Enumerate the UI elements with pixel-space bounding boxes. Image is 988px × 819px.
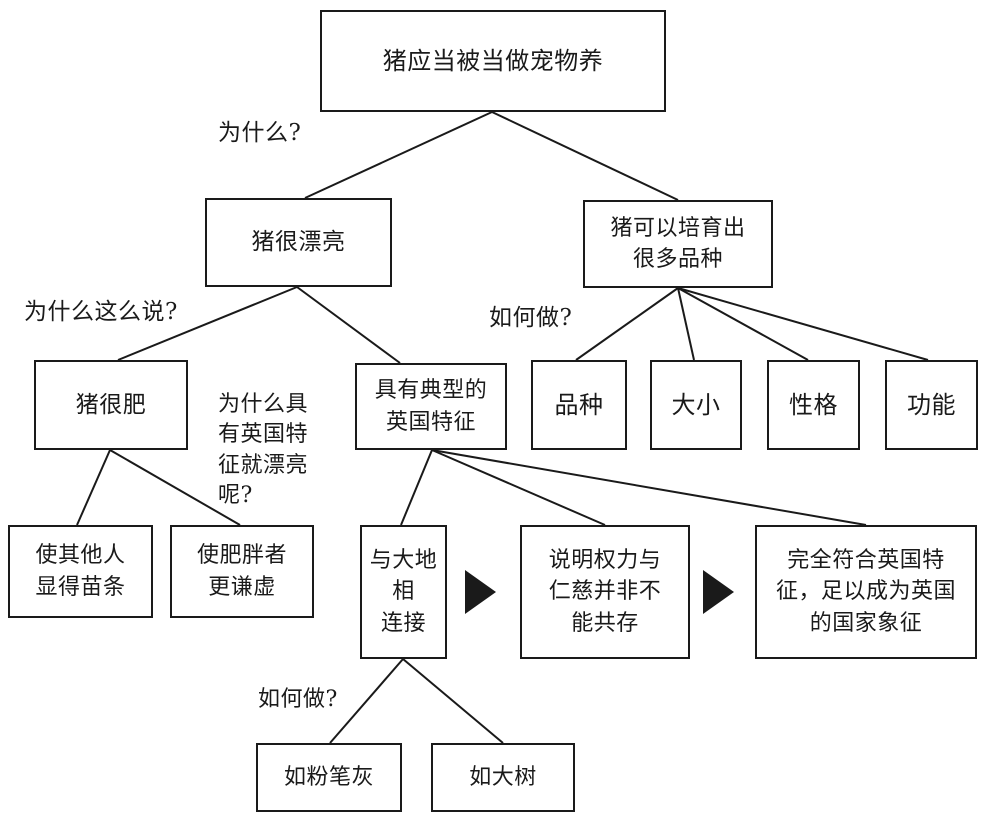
node-label-british: 具有典型的 英国特征 (374, 378, 488, 435)
edge-british-to-symbol (431, 449, 867, 526)
arrow-right-icon (703, 570, 734, 614)
edge-label-why-say: 为什么这么说? (24, 299, 178, 325)
node-humble[interactable]: 使肥胖者 更谦虚 (170, 525, 314, 618)
node-label-slim: 使其他人 显得苗条 (35, 543, 126, 600)
node-breeds[interactable]: 猪可以培育出 很多品种 (583, 200, 773, 288)
node-fat[interactable]: 猪很肥 (34, 360, 188, 450)
node-variety[interactable]: 品种 (531, 360, 627, 450)
node-label-pretty: 猪很漂亮 (251, 229, 346, 256)
node-earth[interactable]: 与大地相 连接 (360, 525, 447, 659)
edge-label-why: 为什么? (218, 120, 302, 146)
edge-earth-to-chalk (329, 658, 404, 744)
node-label-humble: 使肥胖者 更谦虚 (196, 543, 287, 600)
node-label-symbol: 完全符合英国特 征，足以成为英国 的国家象征 (775, 548, 956, 636)
node-label-size: 大小 (671, 390, 721, 419)
edge-breeds-to-size (677, 287, 695, 361)
node-label-character: 性格 (789, 390, 838, 419)
node-british[interactable]: 具有典型的 英国特征 (355, 363, 507, 450)
node-symbol[interactable]: 完全符合英国特 征，足以成为英国 的国家象征 (755, 525, 977, 659)
node-label-variety: 品种 (554, 390, 604, 419)
edge-earth-to-tree (402, 658, 504, 744)
edge-breeds-to-function (677, 287, 929, 361)
edge-label-how-breeds: 如何做? (489, 305, 573, 331)
edge-root-to-breeds (491, 111, 679, 201)
edge-british-to-earth (400, 449, 433, 526)
edge-breeds-to-variety (575, 287, 679, 361)
node-label-fat: 猪很肥 (75, 391, 147, 418)
node-pretty[interactable]: 猪很漂亮 (205, 198, 392, 287)
edge-root-to-pretty (304, 111, 493, 199)
node-label-chalk: 如粉笔灰 (283, 764, 374, 790)
node-slim[interactable]: 使其他人 显得苗条 (8, 525, 153, 618)
node-character[interactable]: 性格 (767, 360, 860, 450)
node-function[interactable]: 功能 (885, 360, 978, 450)
node-label-root: 猪应当被当做宠物养 (382, 46, 604, 75)
node-chalk[interactable]: 如粉笔灰 (256, 743, 402, 812)
node-power[interactable]: 说明权力与 仁慈并非不 能共存 (520, 525, 690, 659)
arrow-right-icon (465, 570, 496, 614)
edge-label-how-earth: 如何做? (258, 687, 338, 712)
node-label-breeds: 猪可以培育出 很多品种 (610, 215, 746, 272)
edge-pretty-to-british (296, 286, 401, 364)
node-tree[interactable]: 如大树 (431, 743, 575, 812)
node-size[interactable]: 大小 (650, 360, 742, 450)
node-label-tree: 如大树 (469, 764, 537, 790)
edge-fat-to-slim (76, 449, 111, 526)
edge-breeds-to-character (677, 287, 809, 361)
edge-british-to-power (431, 449, 606, 526)
edge-label-why-british: 为什么具 有英国特 征就漂亮 呢? (218, 392, 309, 509)
node-label-earth: 与大地相 连接 (369, 548, 438, 636)
node-label-function: 功能 (907, 390, 956, 419)
node-root[interactable]: 猪应当被当做宠物养 (320, 10, 666, 112)
node-label-power: 说明权力与 仁慈并非不 能共存 (548, 548, 662, 636)
